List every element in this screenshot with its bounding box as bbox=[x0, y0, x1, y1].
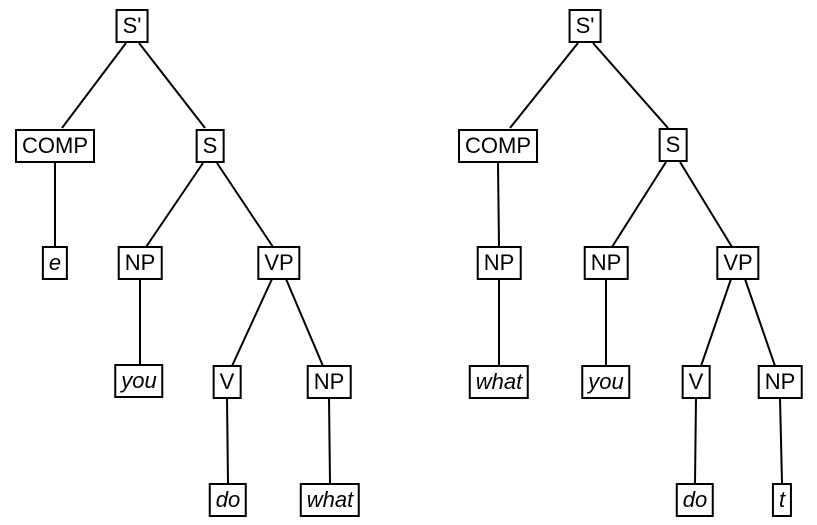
edge-v-do bbox=[694, 397, 697, 484]
node-comp: COMP bbox=[458, 129, 538, 163]
leaf-do: do bbox=[675, 483, 715, 517]
leaf-you: you bbox=[114, 364, 164, 398]
node-vp: VP bbox=[716, 246, 760, 280]
edge-sbar-s bbox=[138, 42, 206, 129]
leaf-e: e bbox=[41, 246, 69, 280]
edge-sbar-comp bbox=[61, 42, 127, 129]
edge-np-t bbox=[779, 397, 783, 484]
edge-vp-v bbox=[231, 278, 273, 367]
edge-np-what bbox=[328, 397, 331, 484]
node-comp: COMP bbox=[15, 129, 95, 163]
leaf-what: what bbox=[468, 365, 530, 399]
node-s: S bbox=[195, 129, 225, 163]
node-np-object: NP bbox=[306, 365, 352, 399]
node-v: V bbox=[212, 365, 242, 399]
edge-s-vp bbox=[216, 162, 274, 248]
edge-vp-np bbox=[285, 278, 324, 367]
leaf-t: t bbox=[771, 483, 793, 517]
node-np-comp: NP bbox=[476, 246, 522, 280]
node-np-subject: NP bbox=[117, 246, 163, 280]
edge-s-vp bbox=[679, 161, 733, 248]
edge-v-do bbox=[226, 397, 229, 484]
leaf-what: what bbox=[299, 483, 361, 517]
edge-vp-np bbox=[744, 278, 776, 367]
node-s-bar: S' bbox=[568, 9, 602, 43]
edge-vp-v bbox=[700, 278, 732, 367]
node-s-bar: S' bbox=[115, 9, 149, 43]
node-v: V bbox=[681, 365, 711, 399]
edge-s-np bbox=[611, 161, 667, 248]
edge-sbar-comp bbox=[509, 42, 579, 129]
edge-s-np bbox=[145, 162, 204, 248]
edge-sbar-s bbox=[592, 42, 669, 129]
node-vp: VP bbox=[257, 246, 301, 280]
leaf-you: you bbox=[581, 365, 631, 399]
edge-comp-np bbox=[497, 162, 500, 248]
leaf-do: do bbox=[208, 483, 248, 517]
node-np-subject: NP bbox=[583, 246, 629, 280]
node-s: S bbox=[658, 128, 688, 162]
node-np-object: NP bbox=[757, 365, 803, 399]
